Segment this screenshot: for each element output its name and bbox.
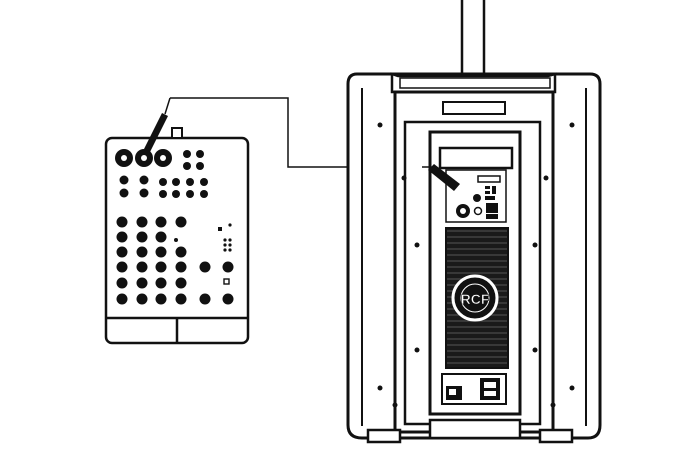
speaker-screws xyxy=(377,122,575,408)
mixer-knob-grid xyxy=(116,216,234,305)
speaker-foot-right xyxy=(538,428,574,444)
speaker-pole xyxy=(460,0,486,74)
power-inlet xyxy=(480,378,500,400)
brand-logo: RCF xyxy=(461,291,490,307)
mixer-output-plug xyxy=(144,97,171,152)
mixer-top-inputs xyxy=(115,149,208,198)
mixer-rear-tab xyxy=(171,127,183,139)
speaker-input-plug xyxy=(422,164,460,191)
mixer-level-meter xyxy=(218,223,232,285)
gain-knob xyxy=(473,194,481,202)
speaker-foot-left xyxy=(366,428,402,444)
